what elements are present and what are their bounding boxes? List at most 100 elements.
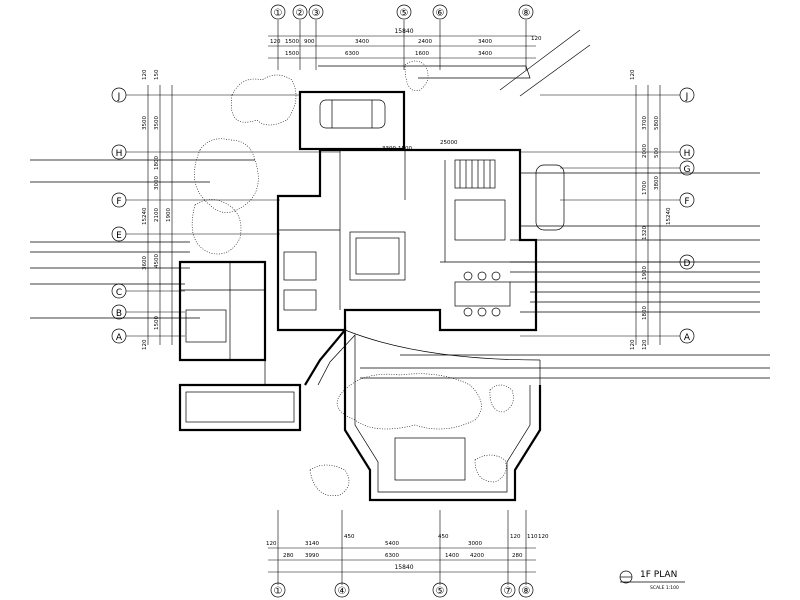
landscape-trees <box>191 60 514 497</box>
grid-bubble-top-1: ① <box>270 4 286 20</box>
dim-bot-r2-2: 3990 <box>305 553 319 559</box>
dim-right-1: 120 <box>630 69 636 80</box>
grid-bubble-left-A: A <box>111 328 127 344</box>
dim-right-10: 1800 <box>642 306 648 320</box>
svg-text:②: ② <box>296 8 305 19</box>
dim-top-6: 3400 <box>478 39 492 45</box>
svg-text:①: ① <box>274 8 283 19</box>
svg-text:A: A <box>684 333 691 343</box>
dim-bot-r2-4: 1400 <box>445 553 459 559</box>
dim-bot-r2-5: 4200 <box>470 553 484 559</box>
dim-right-11: 120 <box>630 339 636 350</box>
car-icon <box>319 99 386 129</box>
dim-right-7: 1700 <box>642 181 648 195</box>
dim-bot-3: 450 <box>344 534 355 540</box>
dim-right-total: 15240 <box>666 207 672 225</box>
rug <box>349 231 406 281</box>
svg-text:H: H <box>684 149 691 159</box>
dim-left-4: 3500 <box>154 116 160 130</box>
svg-text:①: ① <box>274 586 283 597</box>
dim-top-1: 120 <box>270 39 281 45</box>
grid-bubble-bottom-8: ⑧ <box>518 582 534 598</box>
dim-left-8: 1900 <box>166 208 172 222</box>
grid-bubble-left-H: H <box>111 144 127 160</box>
svg-text:J: J <box>117 92 121 102</box>
top-grid-axis: ① ② ③ ⑤ ⑥ ⑧ 15840 120 1500 900 3400 2400… <box>268 4 542 70</box>
svg-text:A: A <box>116 333 123 343</box>
dim-bot-7: 120 <box>510 534 521 540</box>
dim-bot-r2-3: 6300 <box>385 553 399 559</box>
svg-text:⑦: ⑦ <box>504 586 513 597</box>
svg-text:J: J <box>685 92 689 102</box>
right-grid-axis: J H G F D A 120 3700 5800 2000 500 3800 … <box>520 69 695 350</box>
dim-left-1: 120 <box>142 69 148 80</box>
svg-text:⑧: ⑧ <box>522 8 531 19</box>
grid-bubble-top-5: ⑤ <box>396 4 412 20</box>
svg-text:E: E <box>116 231 122 241</box>
dim-right-6: 3800 <box>654 176 660 190</box>
dim-misc-2: 25000 <box>440 140 458 146</box>
grid-bubble-right-F: F <box>679 192 695 208</box>
grid-bubble-left-F: F <box>111 192 127 208</box>
dim-top-r2-1: 1500 <box>285 51 299 57</box>
dim-left-10: 3600 <box>142 256 148 270</box>
grid-bubble-top-3: ③ <box>308 4 324 20</box>
dim-top-r2-2: 6300 <box>345 51 359 57</box>
dim-top-2: 1500 <box>285 39 299 45</box>
svg-text:③: ③ <box>312 8 321 19</box>
grid-bubble-right-H: H <box>679 144 695 160</box>
dim-left-12: 120 <box>142 339 148 350</box>
dim-left-9: 4500 <box>154 254 160 268</box>
dim-left-6: 3000 <box>154 176 160 190</box>
dim-right-5: 500 <box>654 147 660 158</box>
dim-bot-1: 120 <box>266 541 277 547</box>
dim-bot-r2-6: 280 <box>512 553 523 559</box>
dim-left-11: 1500 <box>154 316 160 330</box>
dim-right-4: 2000 <box>642 144 648 158</box>
dim-right-8: 1320 <box>642 226 648 240</box>
dim-top-3: 900 <box>304 39 315 45</box>
dim-bot-5: 450 <box>438 534 449 540</box>
bed <box>185 309 227 343</box>
grid-bubble-bottom-4: ④ <box>334 582 350 598</box>
dim-bot-total: 15840 <box>394 564 413 571</box>
dim-left-2: 150 <box>154 69 160 80</box>
dim-bot-6: 3000 <box>468 541 482 547</box>
drawing-title: 1F PLAN <box>640 570 677 580</box>
grid-bubble-bottom-7: ⑦ <box>500 582 516 598</box>
dim-misc-1: 3300 <box>382 146 396 152</box>
svg-text:G: G <box>684 165 691 175</box>
dim-right-3: 5800 <box>654 116 660 130</box>
grid-bubble-left-C: C <box>111 283 127 299</box>
dim-left-total: 15240 <box>142 207 148 225</box>
dim-left-7: 2100 <box>154 208 160 222</box>
pool <box>394 437 466 481</box>
dim-right-9: 1900 <box>642 266 648 280</box>
grid-bubble-top-6: ⑥ <box>432 4 448 20</box>
grid-bubble-top-8: ⑧ <box>518 4 534 20</box>
svg-text:H: H <box>116 149 123 159</box>
grid-bubble-bottom-1: ① <box>270 582 286 598</box>
dim-misc-3: 1500 <box>398 146 412 152</box>
dim-bot-9: 120 <box>538 534 549 540</box>
svg-text:B: B <box>116 309 122 319</box>
dim-top-7: 120 <box>531 36 542 42</box>
bottom-grid-axis: 120 3140 450 5400 450 3000 120 110 120 2… <box>266 510 549 598</box>
dim-top-r2-4: 3400 <box>478 51 492 57</box>
dim-right-2: 3700 <box>642 116 648 130</box>
grid-bubble-left-J: J <box>111 87 127 103</box>
dim-right-12: 120 <box>642 339 648 350</box>
grid-bubble-left-E: E <box>111 226 127 242</box>
dim-left-3: 3500 <box>142 116 148 130</box>
svg-text:F: F <box>684 197 689 207</box>
stairs <box>454 159 496 189</box>
grid-bubble-right-A: A <box>679 328 695 344</box>
building-walls <box>178 29 591 502</box>
dim-left-5: 1800 <box>154 156 160 170</box>
svg-text:⑤: ⑤ <box>400 8 409 19</box>
title-block: 1F PLAN SCALE 1:100 <box>619 570 685 591</box>
dim-bot-2: 3140 <box>305 541 319 547</box>
bed <box>283 289 317 311</box>
right-leader-lines <box>360 172 770 379</box>
